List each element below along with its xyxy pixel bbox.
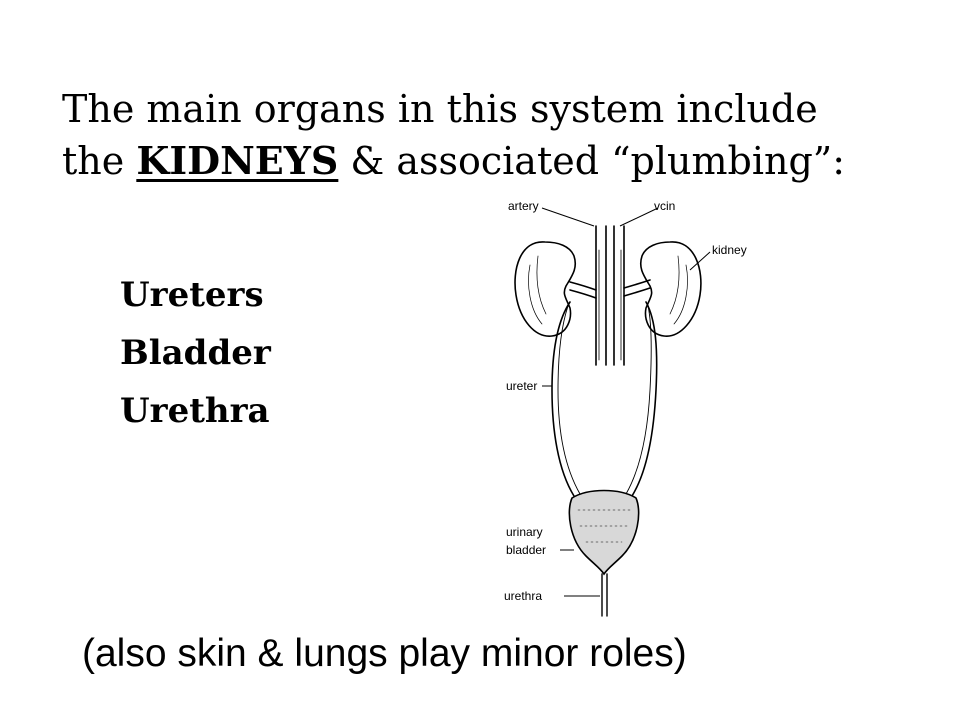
label-artery: artery [508,199,539,213]
urinary-bladder [568,489,640,576]
heading-line-1: The main organs in this system include [62,87,818,131]
label-kidney: kidney [712,243,747,257]
right-kidney [639,241,702,337]
organ-item-ureters: Ureters [120,275,264,315]
label-vein: vcin [654,199,675,213]
ureters [551,301,658,497]
major-vessels [569,225,651,366]
urethra [601,573,608,617]
urinary-system-diagram: artery vcin kidney ureter urinary bladde… [504,199,747,617]
heading-keyword-kidneys: KIDNEYS [136,138,339,183]
organ-list: Ureters Bladder Urethra [120,266,271,440]
label-urethra: urethra [504,589,542,603]
heading-line-2-suffix: & associated “plumbing”: [338,139,846,183]
slide-heading: The main organs in this system include t… [62,84,942,187]
heading-line-2-prefix: the [62,139,137,183]
label-urinary: urinary [506,525,543,539]
organ-item-bladder: Bladder [120,333,271,373]
organ-item-urethra: Urethra [120,391,270,431]
label-ureter: ureter [506,379,537,393]
label-bladder: bladder [506,543,546,557]
footnote: (also skin & lungs play minor roles) [82,632,687,675]
left-kidney [514,241,577,337]
